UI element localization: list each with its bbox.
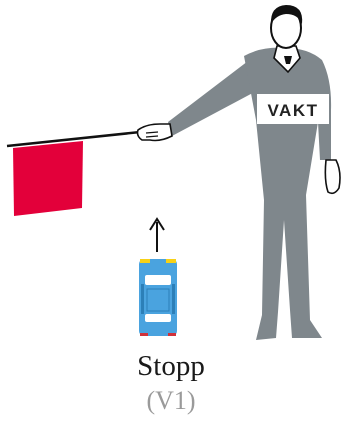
badge-text: VAKT <box>267 101 318 120</box>
sign-title: Stopp <box>137 350 205 382</box>
red-flag <box>6 129 151 216</box>
sign-code: (V1) <box>146 386 196 415</box>
direction-arrow-up <box>149 217 165 252</box>
flagman-figure: VAKT <box>136 5 341 341</box>
vakt-badge <box>257 94 329 124</box>
car-top-view <box>139 259 177 336</box>
flagman-scene: VAKT <box>6 5 341 341</box>
